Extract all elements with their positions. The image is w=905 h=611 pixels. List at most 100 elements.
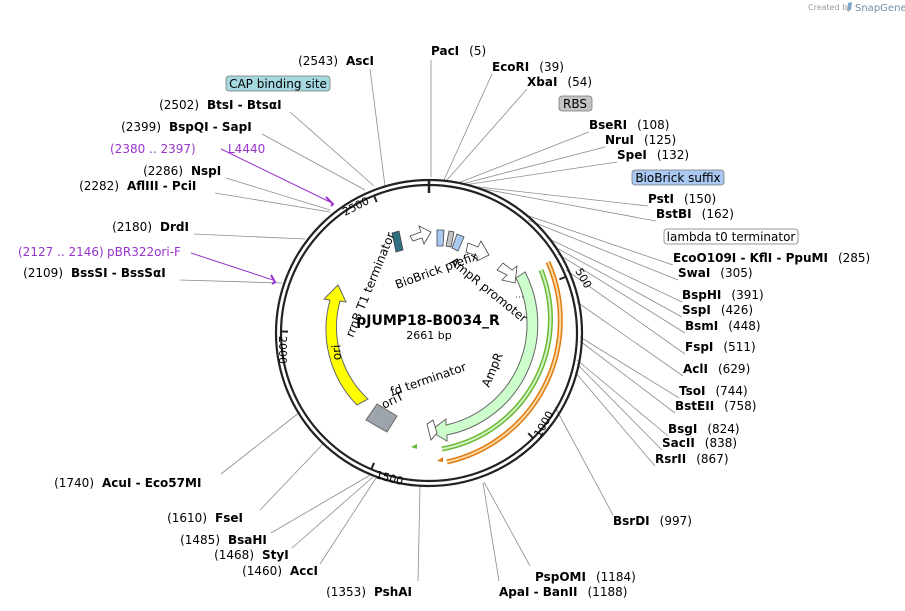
site-bspqi-sapi[interactable]: BspQI - SapI xyxy=(169,120,252,134)
primer-l4440[interactable]: (2380 .. 2397) L4440 xyxy=(110,142,265,156)
site-xbai[interactable]: XbaI(54) xyxy=(527,75,592,89)
site-acli-name: AclI xyxy=(683,362,708,376)
site-paci-name: PacI xyxy=(431,44,459,58)
site-bstbi-position: (162) xyxy=(702,207,734,221)
site-bsmi-position: (448) xyxy=(728,319,760,333)
callout-cap-binding-site[interactable]: CAP binding site xyxy=(225,75,331,92)
site-bsrdi[interactable]: BsrDI(997) xyxy=(613,514,692,528)
site-tsoi[interactable]: TsoI(744) xyxy=(679,384,748,398)
site-sspi[interactable]: SspI(426) xyxy=(682,303,753,317)
site-leader-13 xyxy=(193,233,306,240)
site-spei[interactable]: SpeI(132) xyxy=(617,148,689,162)
ampr-label: AmpR xyxy=(479,351,506,389)
site-pspomi-name: PspOMI xyxy=(535,570,586,584)
site-leader-8 xyxy=(463,161,618,186)
site-paci[interactable]: PacI (5) xyxy=(431,44,486,58)
site-btsi-bts-i[interactable]: BtsI - BtsαI xyxy=(207,98,282,112)
site-bsssi-bsss-i-name: BssSI - BssSαI xyxy=(71,266,166,280)
site-bsgi[interactable]: BsgI(824) xyxy=(668,422,740,436)
site-bsahi-name: BsaHI xyxy=(228,533,267,547)
site-leader-0 xyxy=(369,68,386,187)
site-leader-6 xyxy=(261,133,366,191)
callout-cap-binding-site-label: CAP binding site xyxy=(229,77,327,91)
site-afliii-pcii[interactable]: AflIII - PciI xyxy=(127,179,196,193)
site-bsteii[interactable]: BstEII(758) xyxy=(675,399,756,413)
primer-pbr322ori-f[interactable]: (2127 .. 2146) pBR322ori-F xyxy=(18,245,181,259)
site-bstbi-name: BstBI xyxy=(656,207,692,221)
site-leader-3 xyxy=(446,88,528,181)
site-fspi-position: (511) xyxy=(723,340,755,354)
site-leader-15 xyxy=(179,279,283,284)
primer-l4440-arrow xyxy=(325,196,335,207)
site-apai-banii-name: ApaI - BanII xyxy=(499,585,578,599)
snapgene-logo-icon xyxy=(847,2,852,11)
callout-rbs[interactable]: RBS xyxy=(558,95,593,112)
biobrick-prefix-feature xyxy=(436,229,445,247)
site-drdi[interactable]: DrdI xyxy=(160,220,189,234)
site-sspi-position: (426) xyxy=(721,303,753,317)
site-leader-21 xyxy=(576,301,684,377)
site-acui-eco57mi[interactable]: AcuI - Eco57MI xyxy=(102,476,201,490)
ori-label: ori xyxy=(329,344,344,360)
callout-biobrick-suffix[interactable]: BioBrick suffix xyxy=(631,169,725,186)
site-psti-position: (150) xyxy=(684,192,716,206)
tick-label-2000: 2000 xyxy=(276,336,289,364)
site-nspi[interactable]: NspI xyxy=(191,164,221,178)
site-ecoo109i-kfli-ppumi-name: EcoO109I - KflI - PpuMI xyxy=(673,251,828,265)
orf-green-arc-inner xyxy=(441,269,552,450)
site-bsmi[interactable]: BsmI (448) xyxy=(685,319,761,333)
site-rsrii[interactable]: RsrII(867) xyxy=(655,452,729,466)
site-pspomi[interactable]: PspOMI(1184) xyxy=(535,570,636,584)
site-fspi[interactable]: FspI(511) xyxy=(685,340,756,354)
site-bseri[interactable]: BseRI(108) xyxy=(589,118,669,132)
site-sacii-name: SacII xyxy=(662,436,695,450)
site-bstbi[interactable]: BstBI (162) xyxy=(656,207,734,221)
site-bsssi-bsss-i-position: (2109) xyxy=(23,266,63,280)
site-acli[interactable]: AclI (629) xyxy=(683,362,750,376)
site-acli-position: (629) xyxy=(718,362,750,376)
site-styi-position: (1468) xyxy=(214,548,254,562)
site-bspqi-sapi-position: (2399) xyxy=(121,120,161,134)
site-fsei[interactable]: FseI xyxy=(215,511,243,525)
site-leader-25 xyxy=(576,363,663,451)
site-swai[interactable]: SwaI(305) xyxy=(678,266,753,280)
site-bsphi[interactable]: BspHI(391) xyxy=(682,288,764,302)
site-nrui-name: NruI xyxy=(605,133,634,147)
fd-terminator-feature xyxy=(426,419,438,441)
tick-2500 xyxy=(373,195,378,203)
site-bsgi-name: BsgI xyxy=(668,422,697,436)
site-leader-34 xyxy=(482,482,500,582)
site-asci[interactable]: AscI xyxy=(346,54,374,68)
site-nrui[interactable]: NruI(125) xyxy=(605,133,676,147)
site-rsrii-position: (867) xyxy=(696,452,728,466)
site-leader-31 xyxy=(291,475,375,549)
credit-brand: SnapGene xyxy=(855,3,905,14)
site-ecori[interactable]: EcoRI(39) xyxy=(492,60,564,74)
site-bsphi-position: (391) xyxy=(731,288,763,302)
site-pshai[interactable]: PshAI xyxy=(374,585,412,599)
site-bsssi-bsss-i[interactable]: BssSI - BssSαI xyxy=(71,266,166,280)
site-psti[interactable]: PstI(150) xyxy=(648,192,716,206)
site-afliii-pcii-position: (2282) xyxy=(79,179,119,193)
site-leader-17 xyxy=(546,237,683,303)
site-apai-banii-position: (1188) xyxy=(588,585,628,599)
site-paci-position: (5) xyxy=(469,44,486,58)
primer-pbr322ori-name: pBR322ori-F xyxy=(107,245,181,259)
site-leader-33 xyxy=(483,481,531,567)
site-fsei-position: (1610) xyxy=(167,511,207,525)
site-acci[interactable]: AccI xyxy=(290,564,318,578)
callout-lambda-t0-terminator[interactable]: lambda t0 terminator xyxy=(663,228,799,245)
site-bsmi-name: BsmI xyxy=(685,319,718,333)
site-leader-16 xyxy=(527,219,679,281)
site-bseri-position: (108) xyxy=(637,118,669,132)
site-bsahi[interactable]: BsaHI xyxy=(228,533,267,547)
site-swai-position: (305) xyxy=(720,266,752,280)
cap-binding-feature xyxy=(391,230,404,253)
site-leader-2 xyxy=(443,73,493,181)
site-sacii[interactable]: SacII(838) xyxy=(662,436,737,450)
site-apai-banii[interactable]: ApaI - BanII (1188) xyxy=(499,585,627,599)
leader-lines xyxy=(179,60,686,582)
site-styi[interactable]: StyI xyxy=(262,548,289,562)
site-ecoo109i-kfli-ppumi[interactable]: EcoO109I - KflI - PpuMI(285) xyxy=(673,251,870,265)
site-leader-7 xyxy=(461,146,606,185)
